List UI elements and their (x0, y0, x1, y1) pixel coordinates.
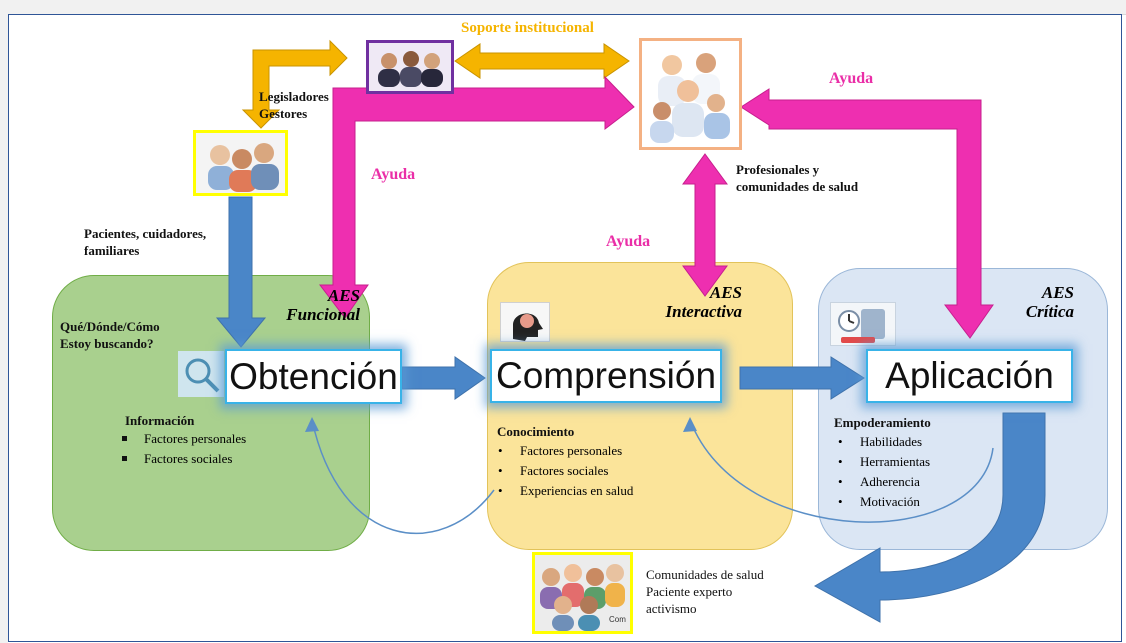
list-item: Factores personales (496, 441, 633, 461)
search-question-line-1: Qué/Dónde/Cómo (60, 319, 160, 334)
list-item: Habilidades (836, 432, 930, 452)
flow-arrow-aplicacion-return (813, 412, 1046, 623)
legislators-line-1: Legisladores (259, 89, 329, 104)
list-informacion: Factores personales Factores sociales (120, 429, 246, 469)
diagram-frame (8, 14, 1122, 642)
patients-label: Pacientes, cuidadores, familiares (84, 225, 206, 259)
communities-line-2: Paciente experto (646, 584, 733, 599)
search-question: Qué/Dónde/Cómo Estoy buscando? (60, 318, 160, 352)
flow-arrow-obtencion-comprension (401, 356, 486, 400)
aes-interactiva-line-2: Interactiva (665, 302, 743, 321)
aes-funcional-line-2: Funcional (286, 305, 360, 324)
professionals-line-1: Profesionales y (736, 162, 820, 177)
feedback-curve-funcional-head (305, 417, 319, 432)
help-arrow-center (682, 153, 728, 297)
professionals-line-2: comunidades de salud (736, 179, 859, 194)
heading-informacion: Información (125, 413, 195, 428)
panel-aes-funcional (52, 275, 370, 551)
list-item: Factores sociales (496, 461, 633, 481)
panel-aes-interactiva (487, 262, 793, 550)
feedback-curve-funcional (311, 419, 495, 535)
feedback-curve-interactiva-head (683, 417, 697, 432)
aes-critica-title: AES Crítica (990, 283, 1074, 321)
flow-arrow-patients-down (215, 196, 267, 348)
legislators-line-2: Gestores (259, 106, 308, 121)
aes-critica-line-2: Crítica (1025, 302, 1074, 321)
stage-comprension: Comprensión (490, 349, 722, 403)
feedback-curve-interactiva (689, 419, 994, 523)
support-arrow-corner (241, 39, 348, 129)
aes-interactiva-title: AES Interactiva (640, 283, 743, 321)
search-info-icon (178, 351, 224, 397)
aes-funcional-line-1: AES (327, 286, 360, 305)
brain-icon (500, 302, 550, 342)
health-professionals-icon (639, 38, 742, 150)
heading-conocimiento: Conocimiento (497, 424, 575, 439)
aes-interactiva-line-1: AES (709, 283, 742, 302)
support-arrow-double (454, 43, 630, 79)
list-item: Factores personales (120, 429, 246, 449)
list-item: Motivación (836, 492, 930, 512)
meeting-icon (366, 40, 454, 94)
institutional-support-label: Soporte institucional (461, 20, 594, 36)
communities-line-3: activismo (646, 601, 697, 616)
stage-aplicacion: Aplicación (866, 349, 1073, 403)
help-label-center: Ayuda (606, 233, 651, 250)
patients-icon (193, 130, 288, 196)
heading-empoderamiento: Empoderamiento (834, 415, 931, 430)
list-conocimiento: Factores personales Factores sociales Ex… (496, 441, 633, 501)
tools-icon (830, 302, 896, 346)
list-empoderamiento: Habilidades Herramientas Adherencia Moti… (836, 432, 930, 512)
aes-critica-line-1: AES (1041, 283, 1074, 302)
aes-funcional-title: AES Funcional (262, 286, 360, 324)
legislators-label: Legisladores Gestores (259, 88, 329, 122)
help-arrow-right (740, 88, 994, 339)
communities-label: Comunidades de salud Paciente experto ac… (646, 566, 764, 617)
patients-line-2: familiares (84, 243, 140, 258)
list-item: Herramientas (836, 452, 930, 472)
list-item: Adherencia (836, 472, 930, 492)
professionals-label: Profesionales y comunidades de salud (736, 161, 858, 195)
health-communities-icon: Com (532, 552, 633, 634)
list-item: Factores sociales (120, 449, 246, 469)
help-arrow-left (318, 75, 635, 319)
stage-obtencion: Obtención (225, 349, 402, 404)
window-left-strip (0, 14, 8, 643)
help-label-left: Ayuda (371, 166, 416, 183)
search-question-line-2: Estoy buscando? (60, 336, 154, 351)
community-icon-caption: Com (609, 615, 626, 624)
patients-line-1: Pacientes, cuidadores, (84, 226, 207, 241)
help-label-right: Ayuda (829, 70, 874, 87)
list-item: Experiencias en salud (496, 481, 633, 501)
communities-line-1: Comunidades de salud (646, 567, 764, 582)
flow-arrow-comprension-aplicacion (739, 356, 865, 400)
